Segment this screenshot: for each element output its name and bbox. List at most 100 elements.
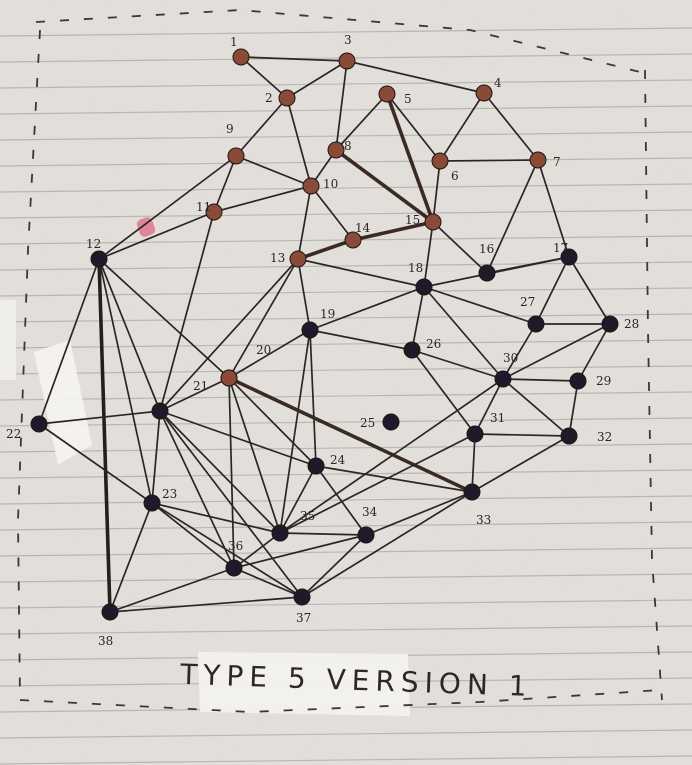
edge-30-31 [474,378,504,435]
node-label-7: 7 [553,155,561,169]
edge-2-10 [286,97,312,187]
node-label-16: 16 [479,242,494,256]
edge-17-28 [568,256,611,325]
ruled-line [0,183,692,193]
node-label-21: 21 [193,379,208,393]
node-27 [527,315,545,333]
tape-left [34,340,92,465]
edge-11-12 [98,211,215,260]
node-label-26: 26 [426,337,441,351]
edge-12-21b [98,258,161,412]
edge-18-19 [309,286,425,331]
edge-21-39 [228,377,281,534]
node-29 [569,372,587,390]
edge-13-18 [297,258,425,288]
ruled-line [0,287,692,297]
ruled-line [0,755,692,765]
edge-29-32 [568,380,579,437]
edge-34-36 [233,534,367,569]
node-24 [307,457,325,475]
node-12 [90,250,108,268]
ruled-line [0,209,692,219]
dashed-frame [17,9,663,713]
edge-24-34 [315,465,367,536]
node-label-32: 32 [597,430,612,444]
node-23 [143,494,161,512]
edge-32-33 [471,435,570,493]
edge-39-36 [233,532,281,569]
node-28 [601,315,619,333]
edge-5-8 [335,93,388,151]
edge-10-13 [297,185,312,260]
node-label-3: 3 [344,33,352,47]
edge-17-18 [423,256,570,288]
edge-13-14 [296,238,355,261]
edge-37-38 [109,596,303,613]
edge-20-21b [159,377,230,412]
node-37 [293,588,311,606]
edge-19-26 [309,329,413,351]
node-label-34: 34 [362,505,378,519]
edge-9-10 [235,155,312,187]
edge-17-27 [535,256,570,325]
node-21b [151,402,169,420]
node-11 [205,203,223,221]
edge-layer [38,56,611,614]
edge-18-27 [423,286,537,325]
edge-14-15 [351,220,435,242]
edge-19-35 [279,329,311,534]
pink-mark [136,217,156,237]
node-7 [529,151,547,169]
edge-23-39 [151,502,281,534]
node-31 [466,425,484,443]
edge-34-37 [301,534,367,598]
edge-21b-22 [38,410,161,425]
ruled-line [0,27,692,37]
edge-12-23 [98,258,153,504]
node-label-23: 23 [162,487,177,501]
edge-21b-23 [151,410,161,504]
node-15 [424,213,442,231]
node-1 [232,48,250,66]
node-label-1: 1 [230,35,238,49]
node-label-6: 6 [451,169,459,183]
edge-10-14 [310,185,354,241]
node-label-28: 28 [624,317,639,331]
ruled-line [0,105,692,115]
node-label-10: 10 [323,177,338,191]
node-label-17: 17 [553,241,568,255]
node-33 [463,483,481,501]
edge-1-3 [240,56,348,62]
edge-5-6 [386,93,441,162]
edge-28-29 [577,323,611,382]
edge-28-30 [502,323,611,380]
edge-30-29 [502,378,579,382]
edge-9-12 [98,155,237,260]
ruled-line [0,131,692,141]
node-34 [357,526,375,544]
edge-33-37 [301,491,473,598]
node-39 [271,524,289,542]
edge-1-2 [240,56,288,99]
node-13 [289,250,307,268]
node-label-4: 4 [494,76,502,90]
edge-13-21b [159,258,299,412]
ruled-line [0,729,692,739]
ruled-line [0,157,692,167]
node-2 [278,89,296,107]
node-label-24: 24 [330,453,346,467]
node-18 [415,278,433,296]
edge-6-15 [432,160,441,223]
edge-30-35 [279,378,504,534]
edge-6-7 [439,159,539,162]
node-label-12: 12 [86,237,101,251]
edge-12-21 [98,258,230,379]
edge-21b-24 [159,410,317,467]
edge-21-24 [228,377,317,467]
ruled-line [0,313,692,323]
edge-18-26 [411,286,425,351]
edge-26-30 [411,349,504,380]
node-label-15: 15 [405,213,420,227]
